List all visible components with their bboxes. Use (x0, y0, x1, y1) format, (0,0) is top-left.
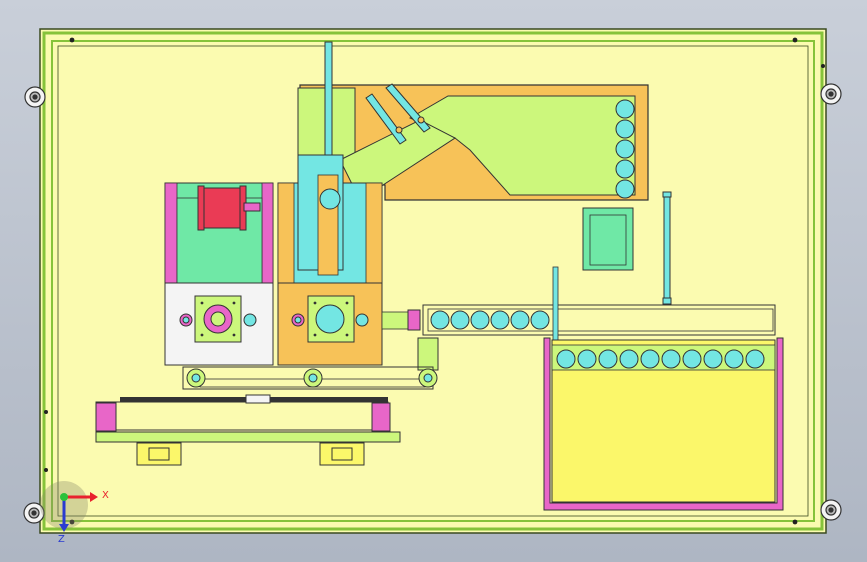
tank-balls (556, 349, 765, 369)
left-station (164, 182, 274, 366)
ball-hopper (297, 83, 649, 201)
foot-top-right (820, 83, 842, 105)
hopper-balls (615, 99, 635, 199)
leveling-feet (23, 83, 842, 524)
chute-balls (430, 310, 550, 330)
foot-top-left (24, 86, 46, 108)
foot-bottom-right (820, 499, 842, 521)
base-table (95, 366, 438, 466)
center-station (277, 154, 421, 366)
rollers (186, 368, 438, 388)
axis-triad: X Z (40, 481, 109, 545)
sensor-pair (365, 83, 431, 145)
support-bracket (582, 207, 634, 271)
red-spool (201, 187, 243, 229)
horizontal-chute (417, 266, 776, 371)
mounting-brackets (136, 442, 365, 466)
axis-z-label: Z (58, 534, 65, 545)
axis-x-label: X (102, 490, 109, 501)
frame-bolts (44, 37, 825, 525)
collection-tank (543, 337, 784, 511)
foot-bottom-left (23, 502, 45, 524)
